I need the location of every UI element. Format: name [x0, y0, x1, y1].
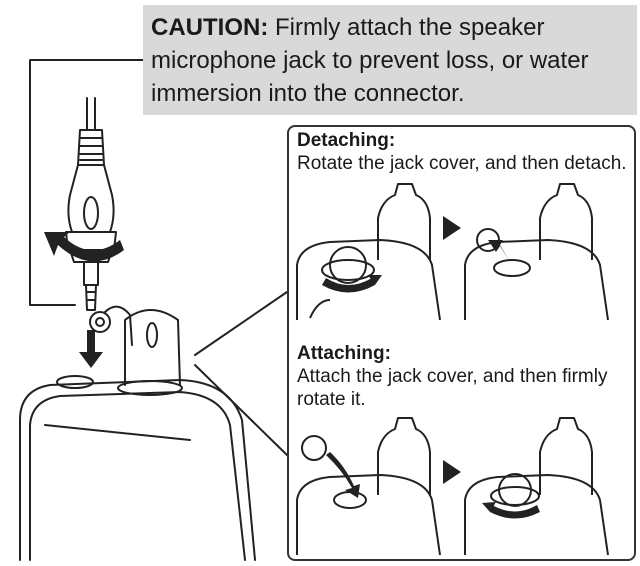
callout-bracket — [29, 59, 144, 306]
detaching-heading: Detaching: — [297, 130, 396, 151]
detach-step-2 — [464, 183, 609, 321]
detaching-text: Rotate the jack cover, and then detach. — [297, 153, 627, 174]
attaching-heading: Attaching: — [297, 343, 391, 364]
attach-rotate-arrow-icon — [482, 502, 540, 519]
speaker-mic-plug — [65, 97, 117, 311]
detaching-section: Detaching: Rotate the jack cover, and th… — [297, 129, 627, 175]
callout-line-top — [194, 291, 288, 356]
attach-step-2 — [464, 417, 609, 556]
jack-cover — [89, 305, 133, 346]
attaching-text: Attach the jack cover, and then firmly r… — [297, 366, 608, 410]
attaching-section: Attaching: Attach the jack cover, and th… — [297, 342, 627, 411]
attach-down-arrow-icon — [326, 452, 360, 498]
radio-body — [19, 375, 256, 561]
down-arrow-icon — [79, 330, 103, 368]
callout-line-bottom — [194, 364, 288, 456]
detach-lift-arrow-icon — [488, 240, 510, 262]
rotate-arrow-icon — [44, 232, 124, 262]
caution-text: Firmly attach the speaker microphone jac… — [151, 14, 589, 107]
antenna — [124, 309, 181, 386]
caution-label: CAUTION: — [151, 14, 269, 41]
caution-box: CAUTION: Firmly attach the speaker micro… — [143, 5, 637, 115]
step-arrow-icon-1 — [443, 216, 461, 240]
step-arrow-icon-2 — [443, 460, 461, 484]
instruction-panel — [287, 125, 636, 561]
detach-rotate-arrow-icon — [322, 275, 382, 293]
detach-step-1 — [296, 183, 441, 321]
